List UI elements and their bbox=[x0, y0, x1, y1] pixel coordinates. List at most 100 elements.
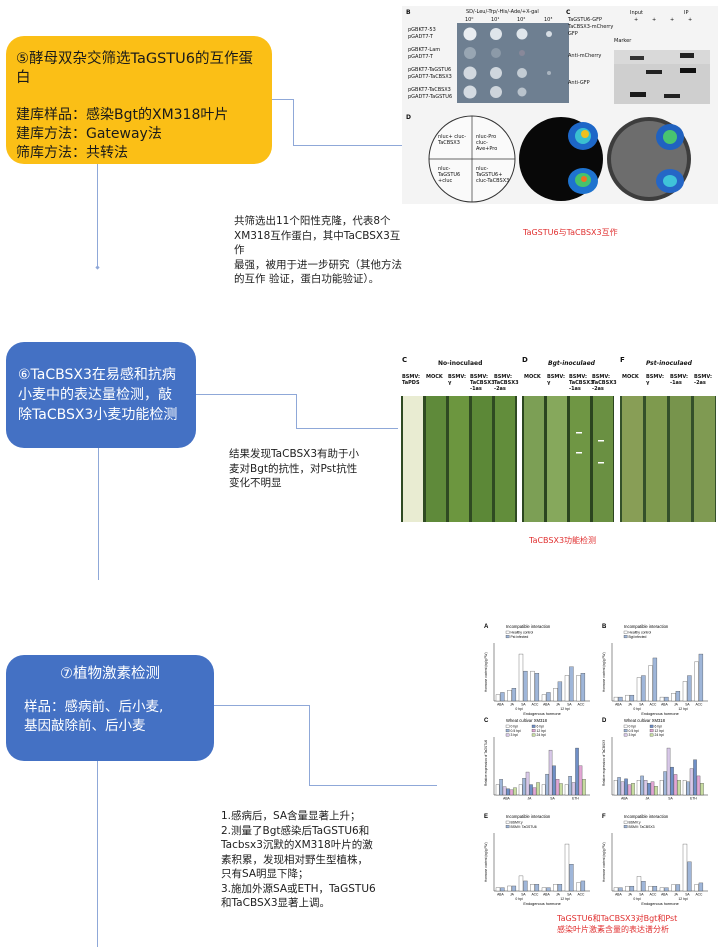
bar bbox=[569, 864, 574, 892]
bar bbox=[506, 788, 510, 796]
leaf-col-label: BSMV: γ bbox=[448, 374, 467, 386]
legend-label: Healthy control bbox=[511, 631, 534, 635]
note-line: 麦对Bgt的抗性，对Pst抗性 bbox=[229, 462, 358, 475]
bar bbox=[500, 887, 505, 892]
leaf-panel-f bbox=[620, 396, 716, 522]
bifc-label: nluc-TaGSTU6 +cluc bbox=[438, 166, 461, 184]
bar bbox=[640, 775, 644, 796]
x-tick-label: JA bbox=[674, 893, 679, 897]
bar bbox=[564, 784, 569, 796]
bar bbox=[625, 694, 630, 702]
x-tick-label: ABA bbox=[503, 797, 510, 801]
panel-title: Pst-inoculaed bbox=[646, 360, 692, 367]
caption-line: 感染叶片激素含量的表达谱分析 bbox=[557, 925, 669, 934]
bar bbox=[682, 843, 688, 892]
coip-row: GFP bbox=[568, 31, 578, 37]
bar bbox=[518, 875, 524, 892]
legend-label: 0 hpi bbox=[629, 725, 637, 729]
legend-label: 24 hpi bbox=[537, 733, 546, 737]
bar bbox=[629, 885, 635, 892]
x-tick-label: ABA bbox=[661, 703, 668, 707]
legend-swatch bbox=[623, 729, 628, 733]
bar bbox=[576, 675, 581, 702]
panel-label: C bbox=[566, 9, 571, 16]
step5-caption: TaGSTU6与TaCBSX3互作 bbox=[523, 228, 618, 237]
x-tick-label: SA bbox=[521, 893, 526, 897]
x-tick-label: ETH bbox=[572, 797, 579, 801]
yeast-row-label: pGADT7-T bbox=[408, 34, 433, 40]
bar bbox=[664, 696, 669, 702]
connector-line bbox=[296, 394, 297, 428]
bar bbox=[557, 681, 563, 702]
bar bbox=[636, 876, 642, 892]
x-tick-label: ACC bbox=[695, 703, 703, 707]
blot-label: Anti-GFP bbox=[568, 80, 590, 86]
bar bbox=[671, 884, 676, 892]
group-label: 12 hpi bbox=[678, 897, 687, 901]
legend-label: 0 hpi bbox=[511, 725, 519, 729]
bar bbox=[569, 666, 574, 702]
leaf-col-label: BSMV: -2as bbox=[694, 374, 713, 386]
bar bbox=[580, 880, 586, 892]
note-line: XM318互作蛋白，其中TaCBSX3互作 bbox=[234, 229, 401, 257]
panel-title: Bgt-inoculaed bbox=[548, 360, 595, 367]
bar bbox=[618, 887, 623, 892]
bar bbox=[511, 688, 517, 702]
leaf-col-label: BSMV: TaCBSX3 -2as bbox=[592, 374, 617, 392]
y-axis-label: Hormone content (ng/g FW) bbox=[484, 652, 488, 692]
connector-line bbox=[98, 448, 99, 580]
bar bbox=[671, 693, 676, 702]
bar bbox=[652, 885, 658, 892]
bar bbox=[532, 787, 537, 796]
connector-line bbox=[272, 99, 294, 100]
bar bbox=[529, 784, 533, 796]
legend-swatch bbox=[649, 733, 654, 737]
x-tick-label: ACC bbox=[531, 703, 539, 707]
legend-label: 3 hpi bbox=[511, 733, 519, 737]
bar bbox=[580, 673, 586, 702]
note-line: 结果发现TaCBSX3有助于小 bbox=[229, 448, 359, 460]
bar bbox=[643, 780, 648, 796]
legend-swatch bbox=[623, 820, 628, 824]
bar bbox=[571, 782, 576, 796]
panel-label: D bbox=[406, 114, 411, 121]
connector-line bbox=[293, 145, 403, 146]
connector-line bbox=[293, 99, 294, 145]
leaf-col-label: BSMV: TaCBSX3 -2as bbox=[494, 374, 519, 392]
x-axis-label: Endogenous hormone bbox=[641, 712, 678, 716]
x-tick-label: ACC bbox=[649, 703, 657, 707]
panel-label: B bbox=[406, 9, 411, 16]
x-tick-label: SA bbox=[567, 893, 572, 897]
legend-swatch bbox=[623, 630, 628, 634]
x-tick-label: JA bbox=[556, 703, 561, 707]
step6-box: ⑥TaCBSX3在易感和抗病小麦中的表达量检测，敲除TaCBSX3小麦功能检测 bbox=[6, 342, 196, 448]
group-label: 0 hpi bbox=[515, 707, 523, 711]
legend-label: 6 hpi bbox=[655, 725, 663, 729]
bar bbox=[513, 787, 517, 796]
bar bbox=[650, 781, 655, 796]
legend-swatch bbox=[623, 825, 628, 829]
panel-label: D bbox=[522, 356, 528, 364]
leaf-col-label: BSMV: TaCBSX3 -1as bbox=[569, 374, 594, 392]
leaf-col-label: BSMV: γ bbox=[646, 374, 665, 386]
legend-swatch bbox=[531, 724, 536, 728]
x-tick-label: ABA bbox=[661, 893, 668, 897]
bar bbox=[613, 887, 619, 892]
note-line: 1.感病后，SA含量显著上升； bbox=[221, 810, 361, 822]
connector-line bbox=[296, 428, 399, 429]
bar bbox=[620, 781, 625, 796]
y-axis-label: Hormone content (ng/g FW) bbox=[602, 652, 606, 692]
bar bbox=[575, 747, 579, 796]
bar bbox=[700, 783, 704, 796]
panel-label: C bbox=[402, 356, 408, 364]
leaf-col-label: MOCK bbox=[426, 374, 443, 380]
legend-swatch bbox=[623, 724, 628, 728]
legend-swatch bbox=[649, 729, 654, 733]
x-tick-label: SA bbox=[685, 893, 690, 897]
bar bbox=[555, 779, 560, 796]
coip-mark: + bbox=[634, 17, 639, 23]
bar bbox=[687, 675, 692, 702]
yeast-row-label: pGADT7-TaCBSX3 bbox=[408, 74, 452, 80]
legend-swatch bbox=[623, 733, 628, 737]
dilution: 10¹ bbox=[491, 17, 500, 23]
